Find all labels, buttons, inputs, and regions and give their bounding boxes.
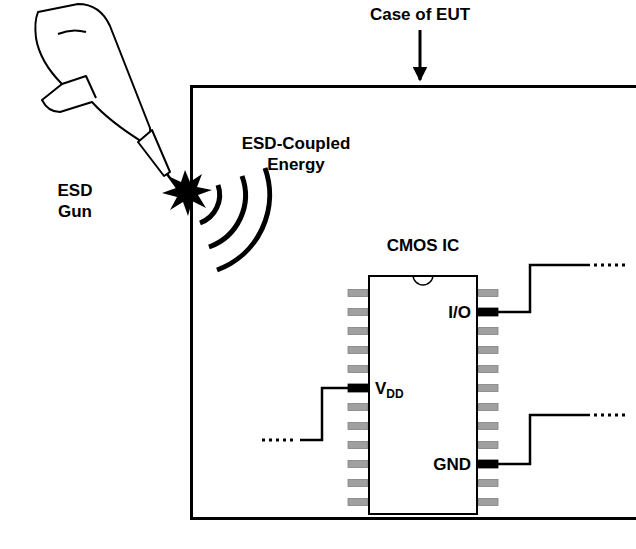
ic-pin	[478, 290, 498, 297]
energy-waves	[200, 168, 270, 270]
pin-label: GND	[433, 454, 471, 475]
node-heading: Case of EUT	[370, 4, 470, 25]
ic-pin	[478, 328, 498, 335]
ic-notch	[411, 275, 435, 287]
leader-arrow	[419, 30, 422, 80]
ic-pin	[348, 347, 368, 354]
ic-pin	[478, 366, 498, 373]
ic-pin	[478, 423, 498, 430]
ic-pin	[348, 309, 368, 316]
gun-label: ESD Gun	[49, 180, 101, 222]
ic-pin	[348, 423, 368, 430]
spark	[162, 170, 212, 216]
pin-label: I/O	[448, 302, 471, 323]
energy-label: ESD-Coupled Energy	[237, 133, 355, 175]
ic-pin	[348, 290, 368, 297]
cmos-ic: CMOS ICI/OVDDGND	[368, 275, 478, 515]
ic-pin	[348, 404, 368, 411]
esd-gun	[35, 4, 178, 189]
ic-pin	[478, 404, 498, 411]
ic-pin	[478, 442, 498, 449]
ic-pin	[348, 499, 368, 506]
ic-pin	[348, 480, 368, 487]
ic-pin	[348, 384, 368, 392]
pin-label: VDD	[375, 378, 404, 399]
ic-pin	[478, 347, 498, 354]
ic-pin	[348, 442, 368, 449]
ic-pin	[478, 499, 498, 506]
ic-pin	[478, 385, 498, 392]
ic-pin	[348, 366, 368, 373]
ic-pin	[348, 461, 368, 468]
ic-pin	[478, 460, 498, 468]
node-heading: CMOS IC	[387, 235, 460, 256]
ic-pin	[478, 480, 498, 487]
ic-pin	[478, 308, 498, 316]
ic-pin	[348, 328, 368, 335]
